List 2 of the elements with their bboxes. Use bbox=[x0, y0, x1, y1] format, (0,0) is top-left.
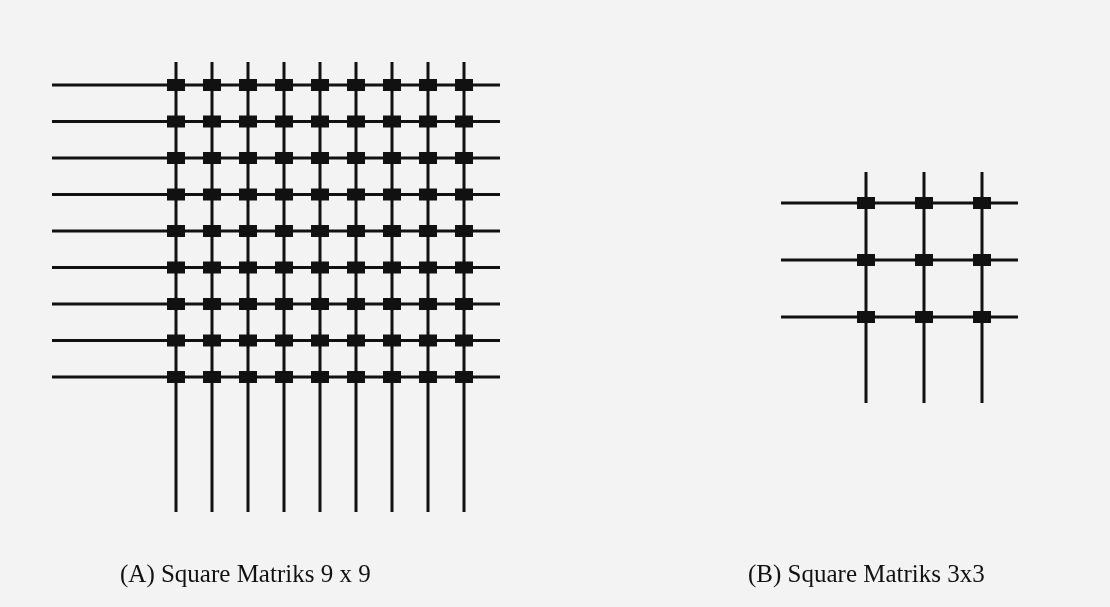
figure-caption: (B) Square Matriks 3x3 bbox=[748, 560, 985, 588]
figure-caption: (A) Square Matriks 9 x 9 bbox=[120, 560, 371, 588]
